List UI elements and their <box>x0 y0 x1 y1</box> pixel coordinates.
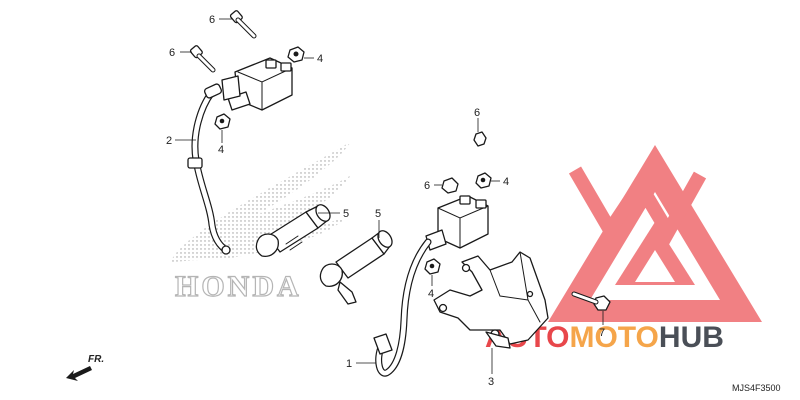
front-direction-indicator: FR. <box>66 354 104 381</box>
bolt-7 <box>571 291 611 311</box>
callout-6-center-top: 6 <box>474 107 480 119</box>
callout-6-top: 6 <box>209 14 215 26</box>
callout-1: 1 <box>346 358 352 370</box>
nut-4-top <box>287 46 305 63</box>
direction-label: FR. <box>88 354 104 365</box>
watermark-part-moto: MOTO <box>569 321 658 354</box>
callout-7: 7 <box>599 327 605 339</box>
callout-4-mid: 4 <box>218 144 224 156</box>
bolt-6-top <box>229 10 257 39</box>
high-tension-cable-2 <box>187 83 231 255</box>
bolt-6-center-top <box>473 131 487 147</box>
mounting-bracket-3 <box>433 251 549 349</box>
callout-6-center-left: 6 <box>424 180 430 192</box>
high-tension-cable-1 <box>373 238 432 377</box>
callout-5-right: 5 <box>375 208 381 220</box>
nut-4-mid <box>214 113 231 130</box>
nut-4-center <box>475 172 492 189</box>
callout-4-center: 4 <box>503 176 509 188</box>
nut-4-lower <box>424 258 441 275</box>
watermark-part-hub: HUB <box>659 321 724 354</box>
callout-5-left: 5 <box>343 208 349 220</box>
callout-3: 3 <box>488 376 494 388</box>
callout-6-left: 6 <box>169 47 175 59</box>
leader-lines <box>175 18 604 374</box>
watermark-logo <box>548 145 762 322</box>
honda-logo-text: HONDA <box>175 270 302 303</box>
callout-4-lower: 4 <box>428 288 434 300</box>
spark-plug-cap-left <box>255 204 331 257</box>
callout-2: 2 <box>166 135 172 147</box>
diagram-code: MJS4F3500 <box>732 383 781 393</box>
front-arrow-icon <box>66 366 92 381</box>
callout-4-top: 4 <box>317 53 323 65</box>
ignition-coil-lower <box>425 195 489 251</box>
spark-plug-cap-right <box>319 230 393 305</box>
ignition-coil-upper <box>221 57 293 111</box>
bolt-6-left <box>189 45 216 73</box>
callout-labels: 6 6 4 2 4 5 5 6 6 4 4 1 3 7 <box>166 14 605 388</box>
bolt-6-center-left <box>441 177 459 194</box>
